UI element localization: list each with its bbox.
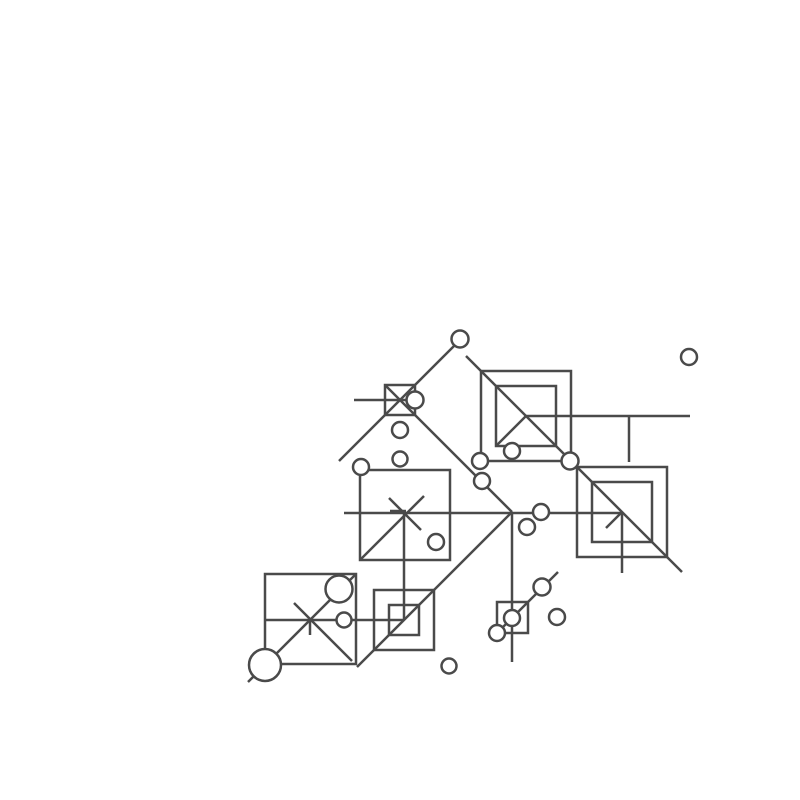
diagonal-rect-up xyxy=(293,602,353,662)
circle-trail-center-icon xyxy=(502,608,522,628)
circle-on-h3-icon xyxy=(335,611,353,629)
circle-middle-corner-icon xyxy=(351,457,371,477)
circle-upper-b-icon xyxy=(391,450,409,468)
diagonal-square-to-junction xyxy=(384,384,513,513)
circle-upper-a-icon xyxy=(390,420,410,440)
arm-bottom-right-square xyxy=(605,511,623,529)
circle-tr-inside-icon xyxy=(502,441,522,461)
circle-on-h2-icon xyxy=(531,502,551,522)
diagonal-junction-down-left xyxy=(356,511,513,668)
circle-top-right-isolated-icon xyxy=(679,347,699,367)
circle-on-d2-icon xyxy=(472,471,492,491)
diagonal-middle-square xyxy=(359,495,425,561)
circle-top-square-edge-icon xyxy=(405,390,425,410)
circle-tr-bottom-right-icon xyxy=(560,451,580,471)
circle-middle-inside-icon xyxy=(426,532,446,552)
circle-bottom-right-floating-icon xyxy=(547,607,567,627)
circle-tr-bottom-left-icon xyxy=(470,451,490,471)
circle-top-icon xyxy=(450,329,470,349)
circle-bottom-floating-icon xyxy=(440,657,458,675)
arm-top-right-square xyxy=(495,415,527,447)
circle-rect-large-top-icon xyxy=(324,574,354,604)
circle-trail-upper-icon xyxy=(532,577,552,597)
circle-below-junction-icon xyxy=(517,517,537,537)
circle-rect-large-corner-icon xyxy=(247,647,283,683)
circle-trail-corner-icon xyxy=(487,623,507,643)
